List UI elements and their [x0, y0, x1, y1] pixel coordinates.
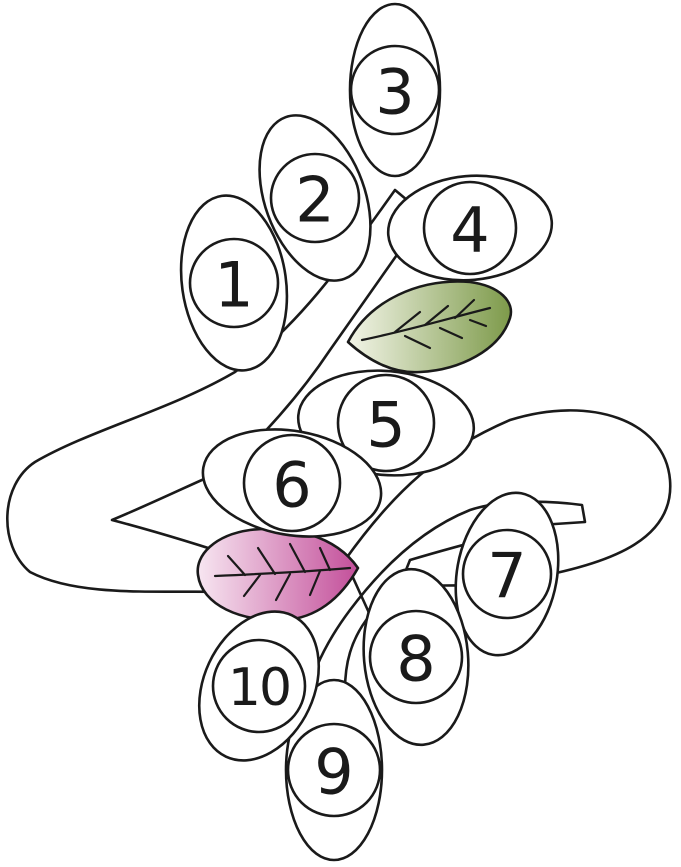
stone-setting-6[interactable]: 6 — [194, 416, 389, 550]
stone-circle-6 — [242, 433, 342, 533]
stone-setting-9[interactable]: 9 — [284, 678, 384, 862]
stone-setting-3[interactable]: 3 — [348, 2, 442, 178]
stone-circle-9 — [286, 722, 382, 818]
stone-setting-1[interactable]: 1 — [170, 189, 297, 378]
stone-circle-4 — [422, 180, 518, 276]
stone-number-3: 3 — [375, 56, 414, 129]
stone-number-2: 2 — [295, 164, 334, 237]
stone-setting-4[interactable]: 4 — [384, 169, 556, 287]
stone-setting-2[interactable]: 2 — [239, 100, 392, 296]
green-leaf — [346, 280, 513, 374]
pink-leaf — [196, 527, 360, 622]
stone-number-1: 1 — [214, 249, 253, 322]
stone-number-7: 7 — [487, 540, 526, 613]
stone-number-10: 10 — [228, 658, 290, 718]
stone-circle-7 — [461, 528, 553, 620]
stone-circle-3 — [349, 44, 441, 136]
stone-number-5: 5 — [366, 389, 405, 462]
stone-circle-5 — [336, 373, 436, 473]
stone-setting-10[interactable]: 10 — [176, 592, 342, 780]
stone-circle-10 — [211, 638, 307, 734]
stone-circle-1 — [188, 237, 280, 329]
stone-number-8: 8 — [396, 623, 435, 696]
stone-setting-8[interactable]: 8 — [357, 565, 476, 749]
stone-number-9: 9 — [314, 736, 353, 809]
stone-setting-7[interactable]: 7 — [444, 485, 571, 664]
stone-circle-8 — [368, 609, 464, 705]
stone-circle-2 — [269, 152, 361, 244]
stone-number-6: 6 — [272, 449, 311, 522]
stone-number-4: 4 — [450, 194, 489, 267]
